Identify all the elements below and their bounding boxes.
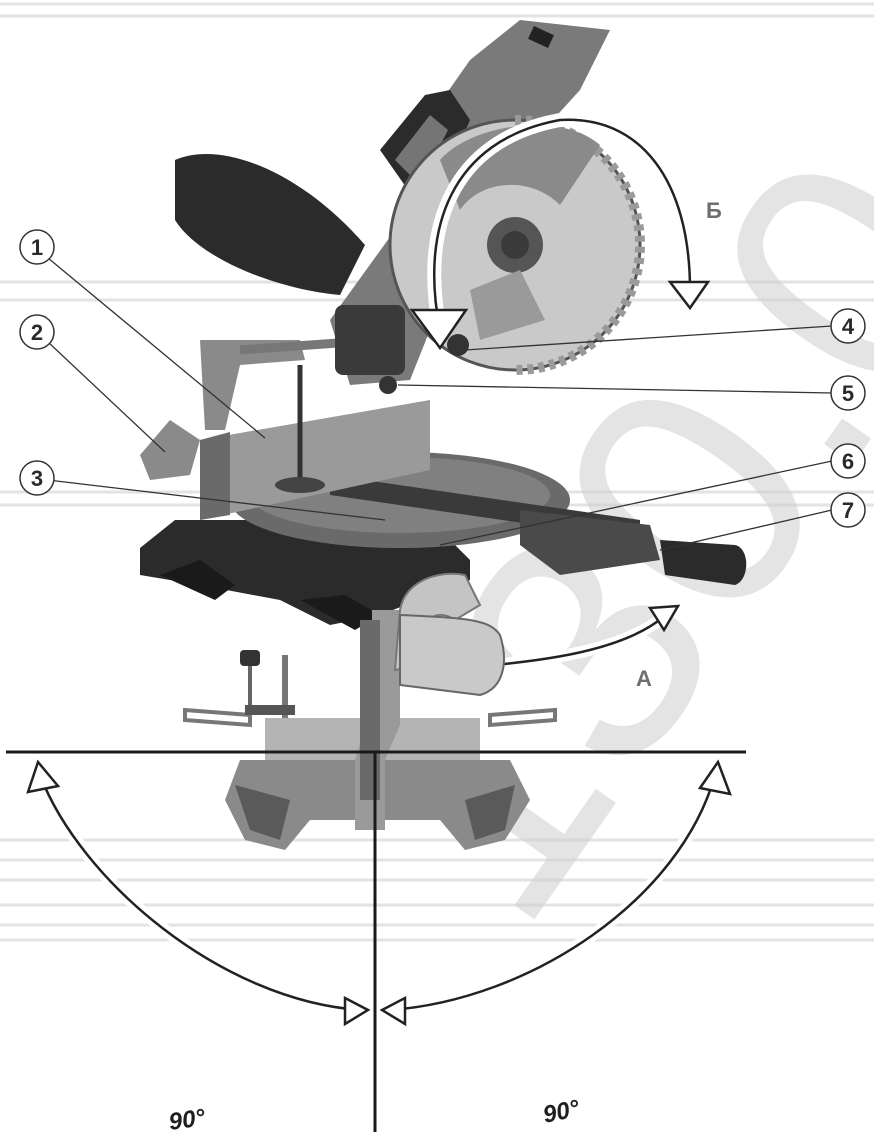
- label-a: А: [636, 666, 652, 691]
- table-extension: [140, 420, 200, 480]
- label-b: Б: [706, 198, 722, 223]
- dust-chute: [175, 153, 365, 295]
- svg-text:4: 4: [842, 314, 855, 339]
- svg-text:7: 7: [842, 498, 854, 523]
- knob-5: [379, 376, 397, 394]
- angle-label-right: 90°: [541, 1095, 583, 1129]
- saw-base-feet: [160, 560, 380, 630]
- extension-handle: [660, 540, 747, 585]
- blade-arrow-head-right: [667, 280, 711, 311]
- svg-text:1: 1: [31, 235, 43, 260]
- callout-4: 4: [830, 308, 866, 344]
- callout-leaders: [47, 257, 833, 551]
- svg-text:6: 6: [842, 449, 854, 474]
- svg-text:5: 5: [842, 381, 854, 406]
- callout-3: 3: [19, 460, 55, 496]
- knob-4: [447, 334, 469, 356]
- blade-arrow-head-bottom: [409, 308, 469, 351]
- callout-7: 7: [830, 492, 866, 528]
- callout-1: 1: [19, 229, 55, 265]
- svg-text:2: 2: [31, 320, 43, 345]
- callout-5: 5: [830, 375, 866, 411]
- callout-2: 2: [19, 314, 55, 350]
- callouts: 1 2 3 4 5 6 7: [19, 229, 866, 528]
- work-clamp: [200, 340, 305, 430]
- blade-teeth: [514, 115, 646, 375]
- angle-label-left: 90°: [167, 1104, 207, 1136]
- miter-arrow-head-right: [647, 604, 681, 633]
- front-motor: [399, 613, 505, 697]
- svg-text:3: 3: [31, 466, 43, 491]
- blade-guard: [440, 125, 600, 210]
- callout-6: 6: [830, 443, 866, 479]
- front-blade: [360, 620, 380, 800]
- fence: [200, 400, 430, 520]
